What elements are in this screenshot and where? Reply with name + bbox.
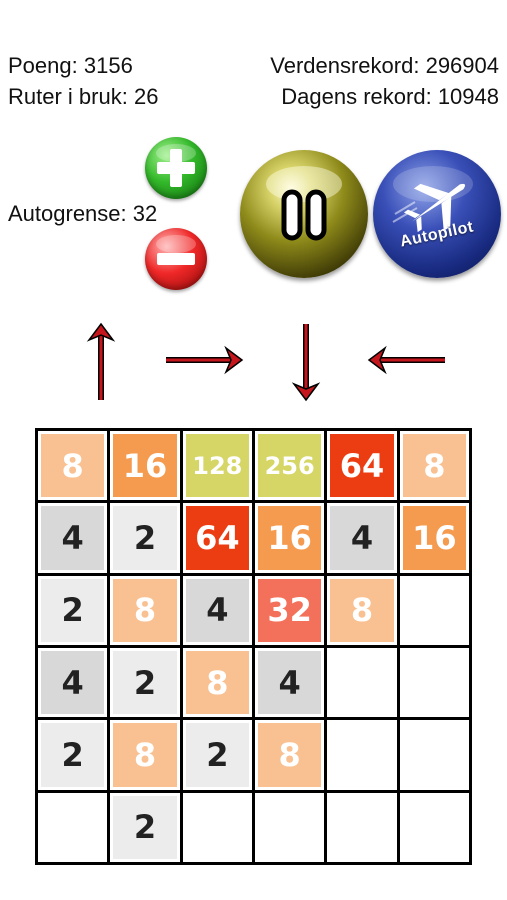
board-cell: 2 <box>110 648 180 718</box>
tile-4: 4 <box>258 651 322 715</box>
board-cell: 64 <box>327 431 397 501</box>
increase-limit-button[interactable] <box>145 137 207 199</box>
tile-32: 32 <box>258 578 322 642</box>
left-arrow-icon <box>367 345 445 375</box>
board-cell <box>399 792 469 862</box>
board-cell: 2 <box>182 720 252 790</box>
tile-64: 64 <box>185 506 249 570</box>
tile-16: 16 <box>402 506 466 570</box>
board-cell: 64 <box>182 503 252 573</box>
board-cell <box>327 648 397 718</box>
tile-2: 2 <box>113 506 177 570</box>
minus-icon <box>156 235 196 265</box>
left-arrow-button[interactable] <box>367 345 447 375</box>
tile-4: 4 <box>185 578 249 642</box>
decrease-limit-button[interactable] <box>145 228 207 290</box>
tiles-in-use-stat: Ruter i bruk26 <box>8 84 158 110</box>
board-cell <box>399 575 469 645</box>
daily-record-label: Dagens rekord <box>281 84 438 109</box>
board-cell: 16 <box>399 503 469 573</box>
down-arrow-icon <box>291 324 321 402</box>
score-label: Poeng <box>8 53 84 78</box>
tile-4: 4 <box>330 506 394 570</box>
board-cell <box>255 792 325 862</box>
auto-limit-value: 32 <box>132 201 158 226</box>
daily-record-value: 10948 <box>437 84 499 109</box>
board-cell: 8 <box>255 720 325 790</box>
tile-2: 2 <box>113 651 177 715</box>
tile-16: 16 <box>113 434 177 498</box>
airplane-icon <box>392 166 473 233</box>
down-arrow-button[interactable] <box>291 322 321 402</box>
score-value: 3156 <box>83 53 133 78</box>
tile-4: 4 <box>41 506 105 570</box>
tile-2: 2 <box>113 795 177 859</box>
world-record-value: 296904 <box>425 53 499 78</box>
board-cell: 4 <box>38 648 108 718</box>
tile-8: 8 <box>185 651 249 715</box>
tile-64: 64 <box>330 434 394 498</box>
board-cell: 2 <box>38 575 108 645</box>
pause-button[interactable] <box>240 150 368 278</box>
board-cell: 2 <box>38 720 108 790</box>
board-cell: 8 <box>110 720 180 790</box>
up-arrow-button[interactable] <box>86 322 116 402</box>
right-arrow-button[interactable] <box>164 345 244 375</box>
board-cell: 8 <box>327 575 397 645</box>
auto-limit-label: Autogrense <box>8 201 133 226</box>
board-cell <box>327 720 397 790</box>
tile-8: 8 <box>113 578 177 642</box>
tile-2: 2 <box>185 723 249 787</box>
tile-2: 2 <box>41 578 105 642</box>
tile-8: 8 <box>113 723 177 787</box>
board-cell: 4 <box>182 575 252 645</box>
tile-256: 256 <box>258 434 322 498</box>
board-cell: 4 <box>327 503 397 573</box>
board-cell <box>182 792 252 862</box>
board-cell: 2 <box>110 792 180 862</box>
tile-8: 8 <box>258 723 322 787</box>
tile-2: 2 <box>41 723 105 787</box>
board-cell: 4 <box>255 648 325 718</box>
board-cell: 8 <box>38 431 108 501</box>
world-record-stat: Verdensrekord296904 <box>270 53 499 79</box>
tile-8: 8 <box>330 578 394 642</box>
right-arrow-icon <box>166 345 244 375</box>
autopilot-button[interactable]: Autopilot <box>373 150 501 278</box>
board-cell: 16 <box>110 431 180 501</box>
auto-limit-stat: Autogrense32 <box>8 201 157 227</box>
score-stat: Poeng3156 <box>8 53 133 79</box>
daily-record-stat: Dagens rekord10948 <box>281 84 499 110</box>
board-cell <box>399 720 469 790</box>
tile-16: 16 <box>258 506 322 570</box>
board-cell: 8 <box>182 648 252 718</box>
board-cell <box>38 792 108 862</box>
pause-icon <box>266 166 342 241</box>
tile-4: 4 <box>41 651 105 715</box>
tile-8: 8 <box>41 434 105 498</box>
world-record-label: Verdensrekord <box>270 53 425 78</box>
tiles-in-use-value: 26 <box>133 84 159 109</box>
board-cell: 256 <box>255 431 325 501</box>
tile-8: 8 <box>402 434 466 498</box>
board-cell: 32 <box>255 575 325 645</box>
board-cell: 8 <box>399 431 469 501</box>
board-cell: 8 <box>110 575 180 645</box>
board-cell: 16 <box>255 503 325 573</box>
plus-icon <box>156 144 196 187</box>
board-cell: 2 <box>110 503 180 573</box>
board-cell <box>399 648 469 718</box>
tile-128: 128 <box>185 434 249 498</box>
up-arrow-icon <box>86 322 116 400</box>
board-cell <box>327 792 397 862</box>
board-cell: 128 <box>182 431 252 501</box>
tiles-in-use-label: Ruter i bruk <box>8 84 134 109</box>
board-cell: 4 <box>38 503 108 573</box>
